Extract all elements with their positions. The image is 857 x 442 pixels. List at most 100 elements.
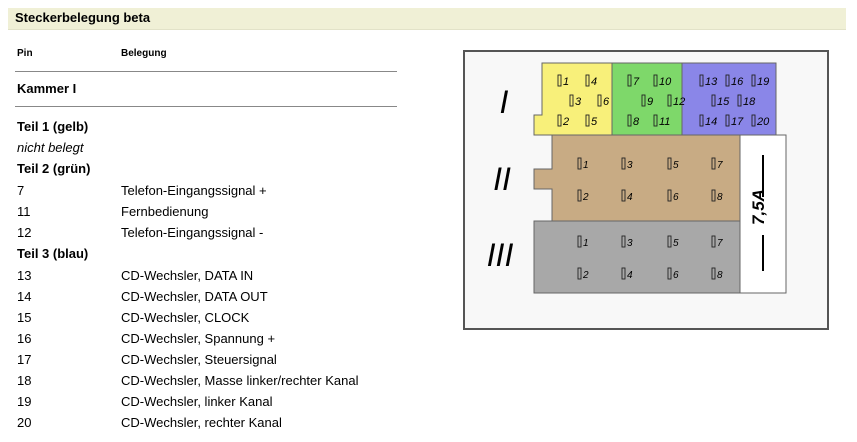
pin-description: CD-Wechsler, Masse linker/rechter Kanal (121, 373, 359, 388)
pin-slot (699, 74, 704, 87)
pin-slot (711, 235, 716, 248)
pin-label: 3 (627, 160, 633, 171)
pin-number: 13 (17, 268, 32, 283)
pin-label: 19 (757, 76, 769, 88)
pin-label: 4 (627, 192, 633, 203)
pin-number: 16 (17, 331, 32, 346)
pin-label: 7 (717, 238, 723, 249)
pin-label: 1 (583, 160, 589, 171)
pin-number: 15 (17, 310, 32, 325)
pin-slot (557, 114, 562, 127)
pin-label: 18 (743, 96, 756, 108)
pin-number: 14 (17, 289, 32, 304)
pin-slot (751, 114, 756, 127)
pin-slot (667, 235, 672, 248)
pin-slot (577, 189, 582, 202)
pin-number: 19 (17, 394, 32, 409)
pin-label: 17 (731, 116, 744, 128)
chamber3-block (533, 220, 741, 294)
pin-slot (667, 189, 672, 202)
pin-label: 13 (705, 76, 718, 88)
pin-slot (711, 189, 716, 202)
pin-description: Telefon-Eingangssignal - (121, 225, 264, 240)
pin-label: 7 (717, 160, 723, 171)
pin-slot (621, 267, 626, 280)
pin-label: 5 (673, 160, 679, 171)
pin-description: Telefon-Eingangssignal + (121, 183, 267, 198)
pin-label: 4 (627, 270, 633, 281)
pin-label: 20 (756, 116, 770, 128)
pin-label: 9 (647, 96, 653, 108)
pin-slot (577, 235, 582, 248)
pin-slot (569, 94, 574, 107)
pin-slot (577, 157, 582, 170)
pin-label: 15 (717, 96, 730, 108)
pin-label: 3 (575, 96, 582, 108)
chamber-label-ii: II (493, 161, 511, 197)
pin-description: CD-Wechsler, Spannung + (121, 331, 276, 346)
pin-slot (751, 74, 756, 87)
pin-number: 12 (17, 225, 32, 240)
pin-slot (585, 74, 590, 87)
pin-number: 11 (17, 204, 31, 219)
pin-label: 11 (659, 116, 670, 128)
pin-slot (737, 94, 742, 107)
pin-description: Fernbedienung (121, 204, 209, 219)
chamber-label-iii: III (487, 237, 514, 273)
pin-label: 7 (633, 76, 640, 88)
chamber-label-i: I (500, 84, 509, 120)
pin-label: 16 (731, 76, 744, 88)
page-title: Steckerbelegung beta (15, 10, 151, 25)
teil1-heading: Teil 1 (gelb) (17, 119, 89, 134)
pin-slot (577, 267, 582, 280)
pin-number: 7 (17, 183, 25, 198)
pin-label: 4 (591, 76, 597, 88)
pin-slot (585, 114, 590, 127)
pin-slot (725, 74, 730, 87)
pin-label: 2 (562, 116, 569, 128)
pin-number: 20 (17, 415, 32, 430)
pin-slot (641, 94, 646, 107)
pin-label: 5 (591, 116, 598, 128)
pin-slot (667, 94, 672, 107)
pin-description: CD-Wechsler, CLOCK (121, 310, 250, 325)
col-header-belegung: Belegung (121, 48, 167, 59)
pin-label: 12 (673, 96, 685, 108)
pin-description: CD-Wechsler, DATA IN (121, 268, 254, 283)
pin-label: 2 (582, 270, 589, 281)
pin-slot (711, 94, 716, 107)
divider (15, 71, 397, 72)
chamber2-block (533, 134, 741, 222)
pin-slot (621, 235, 626, 248)
pin-description: CD-Wechsler, linker Kanal (121, 394, 273, 409)
col-header-pin: Pin (17, 48, 33, 59)
pin-slot (597, 94, 602, 107)
pin-description: CD-Wechsler, Steuersignal (121, 352, 277, 367)
teil2-heading: Teil 2 (grün) (17, 161, 91, 176)
pin-label: 3 (627, 238, 633, 249)
pin-slot (711, 267, 716, 280)
kammer-heading: Kammer I (17, 81, 77, 96)
pin-slot (621, 189, 626, 202)
pin-label: 8 (717, 192, 723, 203)
pin-label: 5 (673, 238, 679, 249)
fuse-label: 7,5A (749, 189, 768, 225)
pin-description: CD-Wechsler, rechter Kanal (121, 415, 282, 430)
pin-label: 1 (563, 76, 569, 88)
pin-slot (725, 114, 730, 127)
pin-label: 10 (659, 76, 672, 88)
pin-number: 17 (17, 352, 32, 367)
pin-slot (627, 114, 632, 127)
pin-slot (557, 74, 562, 87)
pin-label: 6 (603, 96, 610, 108)
pin-label: 6 (673, 270, 679, 281)
pin-slot (667, 157, 672, 170)
teil1-note: nicht belegt (17, 140, 84, 155)
pin-slot (653, 114, 658, 127)
pin-label: 14 (705, 116, 717, 128)
pin-slot (627, 74, 632, 87)
pin-label: 2 (582, 192, 589, 203)
